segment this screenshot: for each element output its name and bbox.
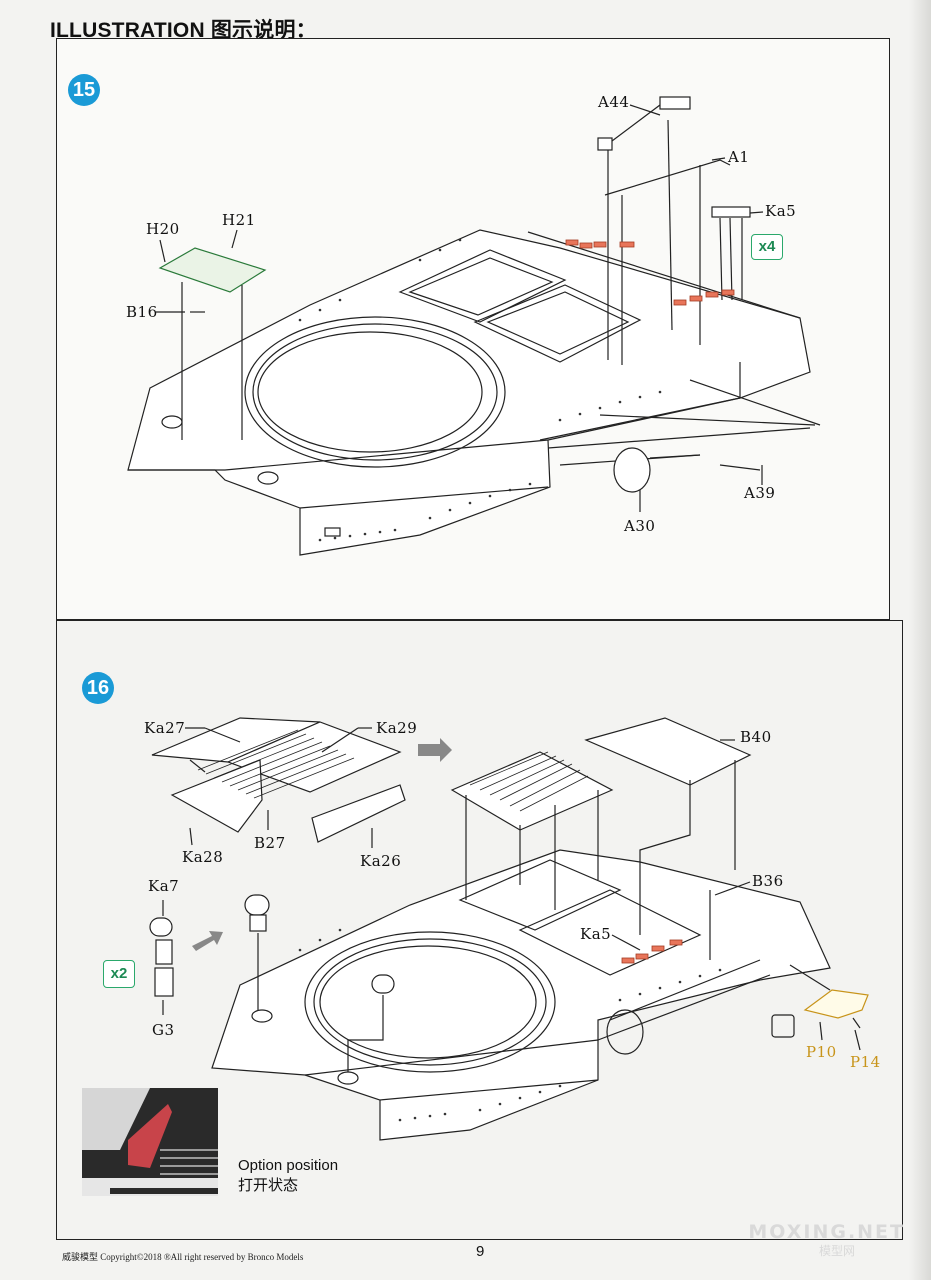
label-h20: H20 (146, 220, 180, 238)
label-ka7: Ka7 (148, 877, 180, 895)
step-16-flow-arrows (192, 738, 452, 951)
step-16-panel (56, 620, 903, 1240)
label-b36: B36 (752, 872, 784, 890)
step-16-rivets (298, 928, 722, 1122)
step-16-badge: 16 (82, 672, 114, 704)
label-a44: A44 (598, 93, 630, 111)
label-a39: A39 (744, 484, 776, 502)
option-caption-zh: 打开状态 (238, 1177, 299, 1194)
option-position-photo (82, 1088, 218, 1196)
option-caption-en: Option position (238, 1157, 339, 1174)
label-ka26: Ka26 (360, 852, 402, 870)
qty-badge-x2: x2 (103, 960, 135, 988)
label-p10: P10 (806, 1043, 837, 1061)
label-a1: A1 (728, 148, 750, 166)
qty-badge-x4: x4 (751, 234, 783, 260)
page-number: 9 (476, 1243, 485, 1260)
step-16-highlight-parts (621, 939, 683, 964)
page-title: ILLUSTRATION 图示说明： (50, 19, 317, 42)
watermark-sub: 模型网 (818, 1244, 855, 1258)
step-15-highlight-parts (565, 239, 735, 306)
label-g3: G3 (152, 1021, 175, 1039)
label-ka5-step16: Ka5 (580, 925, 612, 943)
label-a30: A30 (624, 517, 656, 535)
label-ka27: Ka27 (144, 719, 186, 737)
label-h21: H21 (222, 211, 256, 229)
page-edge-shadow (909, 0, 931, 1280)
label-b27: B27 (254, 834, 286, 852)
step-15-hull-drawing (127, 96, 821, 556)
label-ka5: Ka5 (765, 202, 797, 220)
step-15-badge: 15 (68, 74, 100, 106)
watermark-logo: MOXING.NET (748, 1221, 905, 1243)
step-15-rivets (298, 238, 662, 542)
option-position-caption: Option position 打开状态 (238, 1156, 338, 1196)
label-b40: B40 (740, 728, 772, 746)
label-ka29: Ka29 (376, 719, 418, 737)
label-ka28: Ka28 (182, 848, 224, 866)
label-p14: P14 (850, 1053, 881, 1071)
label-b16: B16 (126, 303, 158, 321)
copyright-footer: 威骏模型 Copyright©2018 ®All right reserved … (62, 1252, 304, 1262)
step-16-hull-drawing (149, 717, 869, 1141)
